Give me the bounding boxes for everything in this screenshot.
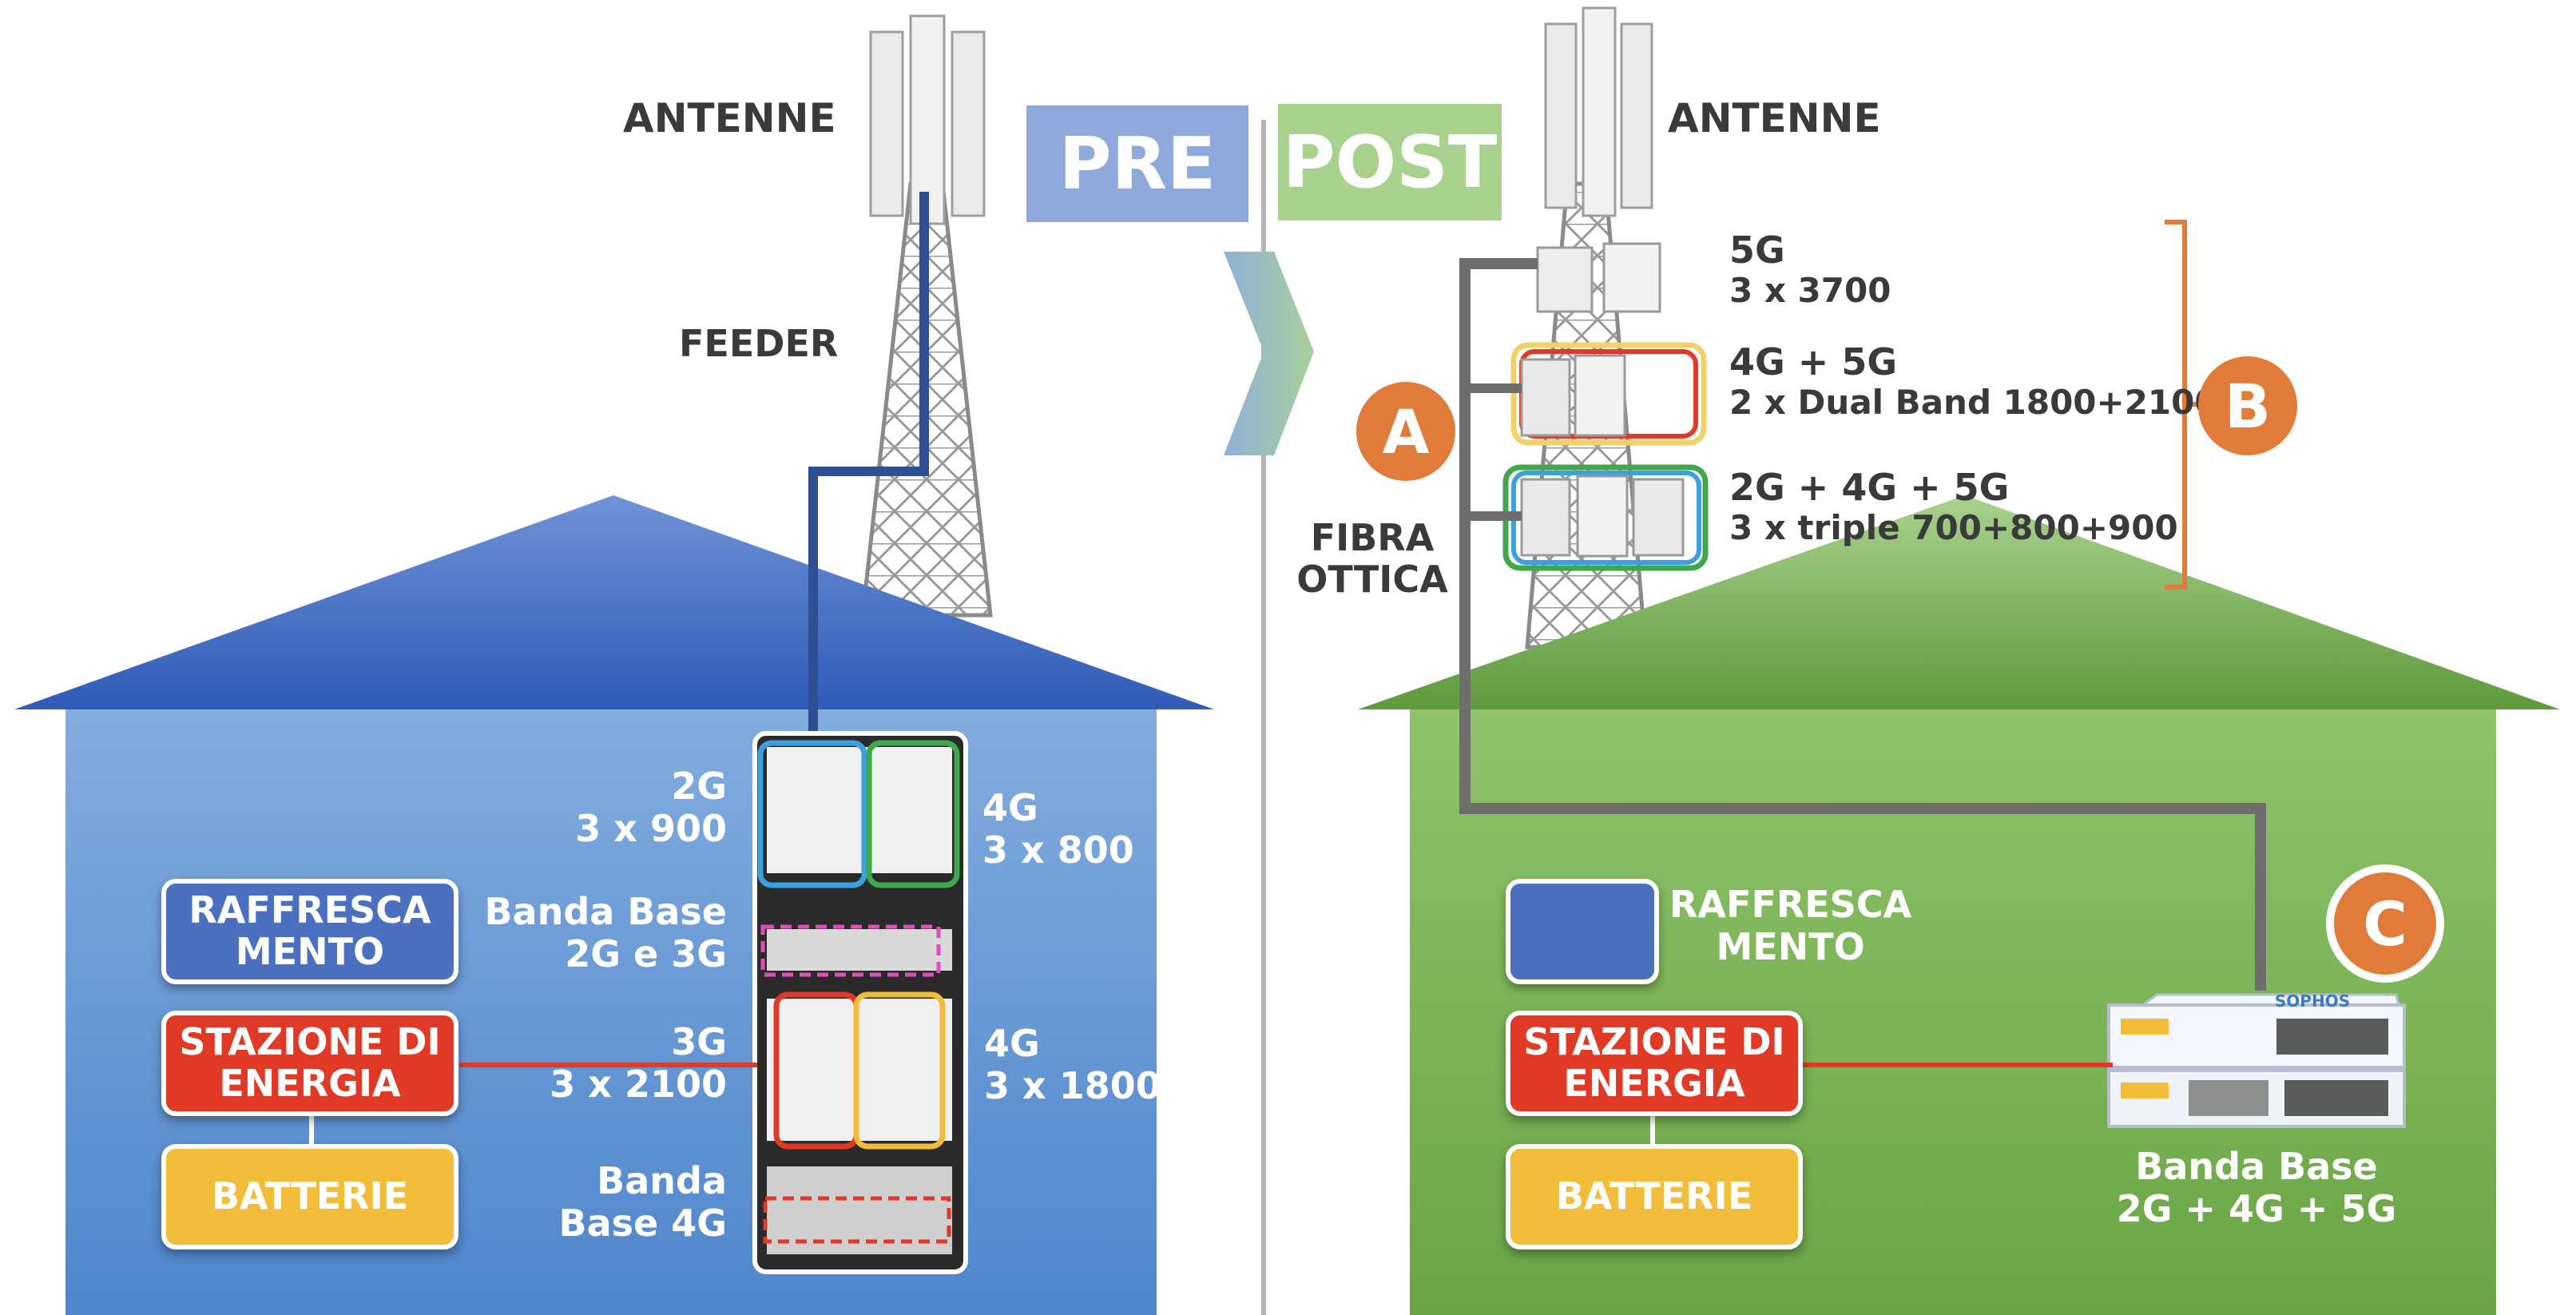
post-label-5g-title: 5G xyxy=(1729,228,1785,272)
post-bb-line2: 2G + 4G + 5G xyxy=(2116,1186,2397,1230)
post-staz-line1: STAZIONE DI xyxy=(1523,1020,1785,1064)
pre-label-banda-base-2g3g: Banda Base 2G e 3G xyxy=(479,891,727,975)
pre-label-4g-1800: 4G 3 x 1800 xyxy=(984,1023,1161,1107)
pre-label-banda-base-4g: Banda Base 4G xyxy=(511,1160,727,1245)
pre-house-roof xyxy=(14,495,1214,709)
pre-antenna-panels xyxy=(869,14,986,225)
pre-label-2g-detail: 3 x 900 xyxy=(575,806,727,850)
post-banda-base-label: Banda Base 2G + 4G + 5G xyxy=(2097,1146,2416,1230)
post-label-4g5g: 4G + 5G 2 x Dual Band 1800+2100 xyxy=(1729,340,2218,422)
pre-label-2g: 2G 3 x 900 xyxy=(543,765,727,850)
post-fiber-cable xyxy=(1459,258,2266,991)
pre-staz-line1: STAZIONE DI xyxy=(179,1020,441,1064)
pre-label-bb4-detail: Base 4G xyxy=(558,1201,727,1245)
post-label-4g5g-detail: 2 x Dual Band 1800+2100 xyxy=(1729,382,2218,422)
pre-feeder-cable xyxy=(808,192,929,743)
post-batterie-box: BATTERIE xyxy=(1506,1144,1803,1249)
post-fibra-line1: FIBRA xyxy=(1310,516,1435,559)
post-tag: POST xyxy=(1278,104,1502,220)
marker-a: A xyxy=(1356,382,1455,481)
post-server-brand: SOPHOS xyxy=(2275,991,2350,1011)
marker-b: B xyxy=(2198,356,2297,455)
post-radio-2g4g5g-units xyxy=(1502,464,1709,571)
post-antenna-panels xyxy=(1544,6,1653,217)
post-raff-line2: MENTO xyxy=(1716,924,1865,968)
pre-label-2g-title: 2G xyxy=(671,765,727,808)
post-raffrescamento-box xyxy=(1506,879,1659,984)
post-bb-line1: Banda Base xyxy=(2135,1145,2378,1188)
pre-equipment-rack xyxy=(752,731,968,1274)
post-raff-line1: RAFFRESCA xyxy=(1669,883,1912,926)
pre-tag: PRE xyxy=(1026,105,1248,222)
post-label-5g-detail: 3 x 3700 xyxy=(1729,270,1891,310)
pre-raff-line2: MENTO xyxy=(235,930,385,973)
pre-label-4g-800: 4G 3 x 800 xyxy=(982,787,1134,872)
post-label-2g4g5g-detail: 3 x triple 700+800+900 xyxy=(1729,507,2178,547)
post-antenne-label: ANTENNE xyxy=(1668,95,1881,141)
pre-label-bb4-title: Banda xyxy=(597,1159,727,1202)
pre-label-3g-detail: 3 x 2100 xyxy=(550,1062,727,1106)
post-label-5g: 5G 3 x 3700 xyxy=(1729,228,1891,310)
post-raffrescamento-label: RAFFRESCA MENTO xyxy=(1669,884,1911,968)
pre-label-bb23-title: Banda Base xyxy=(484,890,727,933)
pre-label-3g: 3G 3 x 2100 xyxy=(511,1021,727,1106)
pre-label-4g-800-title: 4G xyxy=(982,786,1038,829)
pre-raff-line1: RAFFRESCA xyxy=(189,888,431,932)
pre-batterie-box: BATTERIE xyxy=(161,1144,458,1249)
post-staz-line2: ENERGIA xyxy=(1563,1062,1745,1105)
post-radio-5g-units xyxy=(1536,242,1661,313)
post-fibra-line2: OTTICA xyxy=(1296,557,1448,601)
post-baseband-server xyxy=(2105,993,2406,1128)
post-label-2g4g5g-title: 2G + 4G + 5G xyxy=(1729,466,2010,509)
pre-staz-line2: ENERGIA xyxy=(219,1062,401,1105)
post-house-roof xyxy=(1358,495,2560,709)
pre-label-4g-800-detail: 3 x 800 xyxy=(982,828,1134,872)
pre-antenne-label: ANTENNE xyxy=(623,95,836,141)
pre-label-bb23-detail: 2G e 3G xyxy=(565,932,727,975)
pre-label-4g-1800-title: 4G xyxy=(984,1022,1040,1065)
marker-c: C xyxy=(2326,864,2444,983)
post-label-2g4g5g: 2G + 4G + 5G 3 x triple 700+800+900 xyxy=(1729,467,2178,546)
pre-label-4g-1800-detail: 3 x 1800 xyxy=(984,1063,1161,1107)
pre-feeder-label: FEEDER xyxy=(679,322,839,365)
post-fibra-label: FIBRA OTTICA xyxy=(1292,516,1452,601)
post-radio-4g5g-units xyxy=(1510,342,1707,446)
post-bracket-b xyxy=(2165,220,2201,590)
transition-chevron xyxy=(1224,252,1314,455)
pre-label-3g-title: 3G xyxy=(671,1020,727,1063)
post-label-4g5g-title: 4G + 5G xyxy=(1729,340,1898,383)
